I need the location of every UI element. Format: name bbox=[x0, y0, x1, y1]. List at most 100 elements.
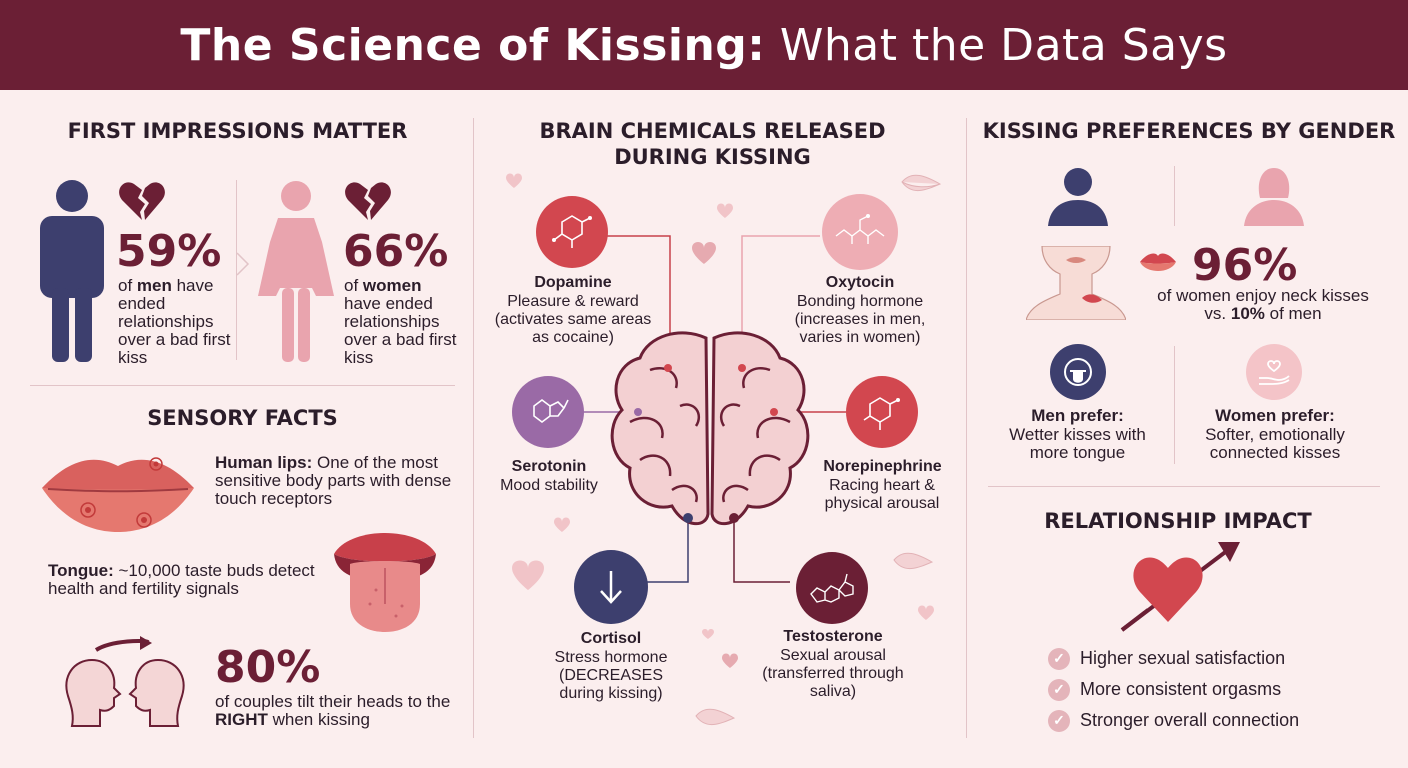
lips-icon bbox=[42, 457, 194, 532]
left-section-divider bbox=[30, 385, 455, 386]
right-section-divider bbox=[988, 486, 1380, 487]
impact-item: ✓ Stronger overall connection bbox=[1048, 705, 1299, 736]
relationship-impact-title: RELATIONSHIP IMPACT bbox=[1044, 509, 1312, 533]
men-stat-text: of men have ended relationships over a b… bbox=[118, 277, 233, 367]
chemical-name-cortisol: Cortisol bbox=[580, 630, 642, 647]
lips-text: One of the most sensitive body parts wit… bbox=[215, 453, 452, 508]
neck-text-b-post: of men bbox=[1264, 304, 1322, 323]
oxytocin-icon bbox=[822, 194, 898, 270]
gender-divider bbox=[236, 180, 237, 360]
tongue-circle-icon bbox=[1050, 344, 1106, 400]
woman-figure-icon bbox=[258, 181, 334, 362]
tilt-right: RIGHT bbox=[215, 710, 268, 729]
title-light: What the Data Says bbox=[765, 19, 1228, 71]
molecule-icon-oxytocin bbox=[835, 214, 885, 244]
gentle-hand-icon bbox=[1246, 344, 1302, 400]
men-prefer-text: Wetter kisses with more tongue bbox=[1009, 425, 1146, 462]
check-icon: ✓ bbox=[1048, 709, 1070, 732]
chemical-name-norepinephrine: Norepinephrine bbox=[823, 458, 942, 475]
women-group: women bbox=[362, 276, 422, 295]
molecule-icon-dopamine bbox=[552, 215, 592, 248]
preferences-title: KISSING PREFERENCES BY GENDER bbox=[982, 119, 1396, 143]
tongue-label: Tongue: bbox=[48, 561, 114, 580]
chemical-desc-dopamine: Pleasure & reward (activates same areas … bbox=[494, 293, 652, 346]
men-rest: have ended relationships over a bad firs… bbox=[118, 276, 231, 367]
tongue-out-icon bbox=[1064, 358, 1092, 386]
testosterone-icon bbox=[796, 552, 868, 624]
column-divider-left bbox=[473, 118, 474, 738]
serotonin-icon bbox=[512, 376, 584, 448]
broken-heart-icon-women bbox=[345, 182, 391, 220]
kiss-lips-icon bbox=[1140, 253, 1176, 271]
chevron-right-icon bbox=[236, 252, 250, 276]
decorative-hearts bbox=[506, 173, 942, 725]
man-avatar-icon bbox=[1048, 168, 1108, 226]
neck-text-a: of women enjoy neck kisses bbox=[1157, 286, 1369, 305]
men-lead: of bbox=[118, 276, 137, 295]
women-prefer-label: Women prefer: bbox=[1215, 406, 1335, 425]
brain-connector-lines bbox=[572, 235, 846, 583]
tilt-percent: 80% bbox=[215, 642, 321, 693]
women-lead: of bbox=[344, 276, 363, 295]
woman-avatar-icon bbox=[1244, 168, 1304, 226]
heart-arrow-icon bbox=[1120, 542, 1240, 632]
tilt-text-b: when kissing bbox=[267, 710, 370, 729]
page-title: The Science of Kissing: What the Data Sa… bbox=[180, 20, 1227, 71]
tilt-fact: of couples tilt their heads to the RIGHT… bbox=[215, 693, 460, 729]
impact-list: ✓ Higher sexual satisfaction ✓ More consis… bbox=[1048, 643, 1299, 736]
arrow-down-icon bbox=[600, 571, 622, 604]
broken-heart-icon bbox=[119, 182, 165, 220]
impact-item-text: Stronger overall connection bbox=[1080, 710, 1300, 730]
impact-item-text: Higher sexual satisfaction bbox=[1080, 648, 1286, 668]
impact-item-text: More consistent orgasms bbox=[1080, 679, 1282, 699]
neck-icon bbox=[1026, 246, 1126, 320]
brain-chemicals-title: BRAIN CHEMICALS RELEASED DURING KISSING bbox=[539, 119, 886, 169]
first-impressions-title: FIRST IMPRESSIONS MATTER bbox=[67, 119, 408, 143]
chemical-desc-norepinephrine: Racing heart & physical arousal bbox=[824, 477, 940, 512]
avatar-divider bbox=[1174, 166, 1175, 226]
women-rest: have ended relationships over a bad firs… bbox=[344, 294, 457, 367]
impact-item: ✓ More consistent orgasms bbox=[1048, 674, 1299, 705]
sensory-facts-title: SENSORY FACTS bbox=[147, 406, 338, 430]
title-bold: The Science of Kissing: bbox=[180, 19, 766, 71]
women-prefer-text: Softer, emotionally connected kisses bbox=[1205, 425, 1345, 462]
women-stat-text: of women have ended relationships over a… bbox=[344, 277, 459, 367]
neck-text-b-num: 10% bbox=[1230, 304, 1265, 323]
men-percent: 59% bbox=[116, 226, 222, 277]
prefer-divider bbox=[1174, 346, 1175, 464]
women-percent: 66% bbox=[343, 226, 449, 277]
brain-icon bbox=[610, 331, 810, 525]
tilt-text-a: of couples tilt their heads to the bbox=[215, 692, 451, 711]
chemical-name-testosterone: Testosterone bbox=[783, 628, 883, 645]
chemical-name-dopamine: Dopamine bbox=[534, 274, 612, 291]
lips-fact: Human lips: One of the most sensitive bo… bbox=[215, 454, 460, 508]
header-banner: The Science of Kissing: What the Data Sa… bbox=[0, 0, 1408, 90]
check-icon: ✓ bbox=[1048, 678, 1070, 701]
cortisol-icon bbox=[574, 550, 648, 624]
chemical-desc-serotonin: Mood stability bbox=[500, 477, 598, 494]
norepinephrine-icon bbox=[846, 376, 918, 448]
heart-hand-icon bbox=[1259, 360, 1290, 385]
chemical-name-serotonin: Serotonin bbox=[511, 458, 587, 475]
head-tilt-icon bbox=[65, 636, 185, 727]
tongue-icon bbox=[334, 533, 436, 632]
molecule-icon-serotonin bbox=[533, 399, 569, 423]
men-group: men bbox=[136, 276, 172, 295]
neck-text-b-pre: vs. bbox=[1204, 304, 1231, 323]
chemical-desc-testosterone: Sexual arousal (transferred through sali… bbox=[762, 647, 904, 700]
man-figure-icon bbox=[40, 180, 104, 362]
check-icon: ✓ bbox=[1048, 647, 1070, 670]
men-prefer-label: Men prefer: bbox=[1031, 406, 1124, 425]
impact-item: ✓ Higher sexual satisfaction bbox=[1048, 643, 1299, 674]
molecule-icon-testosterone bbox=[810, 573, 854, 603]
tongue-fact: Tongue: ~10,000 taste buds detect health… bbox=[48, 562, 323, 598]
chemical-desc-oxytocin: Bonding hormone (increases in men, varie… bbox=[794, 293, 926, 346]
lips-label: Human lips: bbox=[215, 453, 313, 472]
dopamine-icon bbox=[536, 196, 608, 268]
tongue-text: ~10,000 taste buds detect health and fer… bbox=[48, 561, 315, 598]
chemical-name-oxytocin: Oxytocin bbox=[825, 274, 895, 291]
molecule-icon-norepinephrine bbox=[863, 397, 900, 430]
neck-text-b: vs. 10% of men bbox=[1138, 305, 1388, 323]
neck-percent: 96% bbox=[1192, 240, 1298, 291]
column-divider-right bbox=[966, 118, 967, 738]
